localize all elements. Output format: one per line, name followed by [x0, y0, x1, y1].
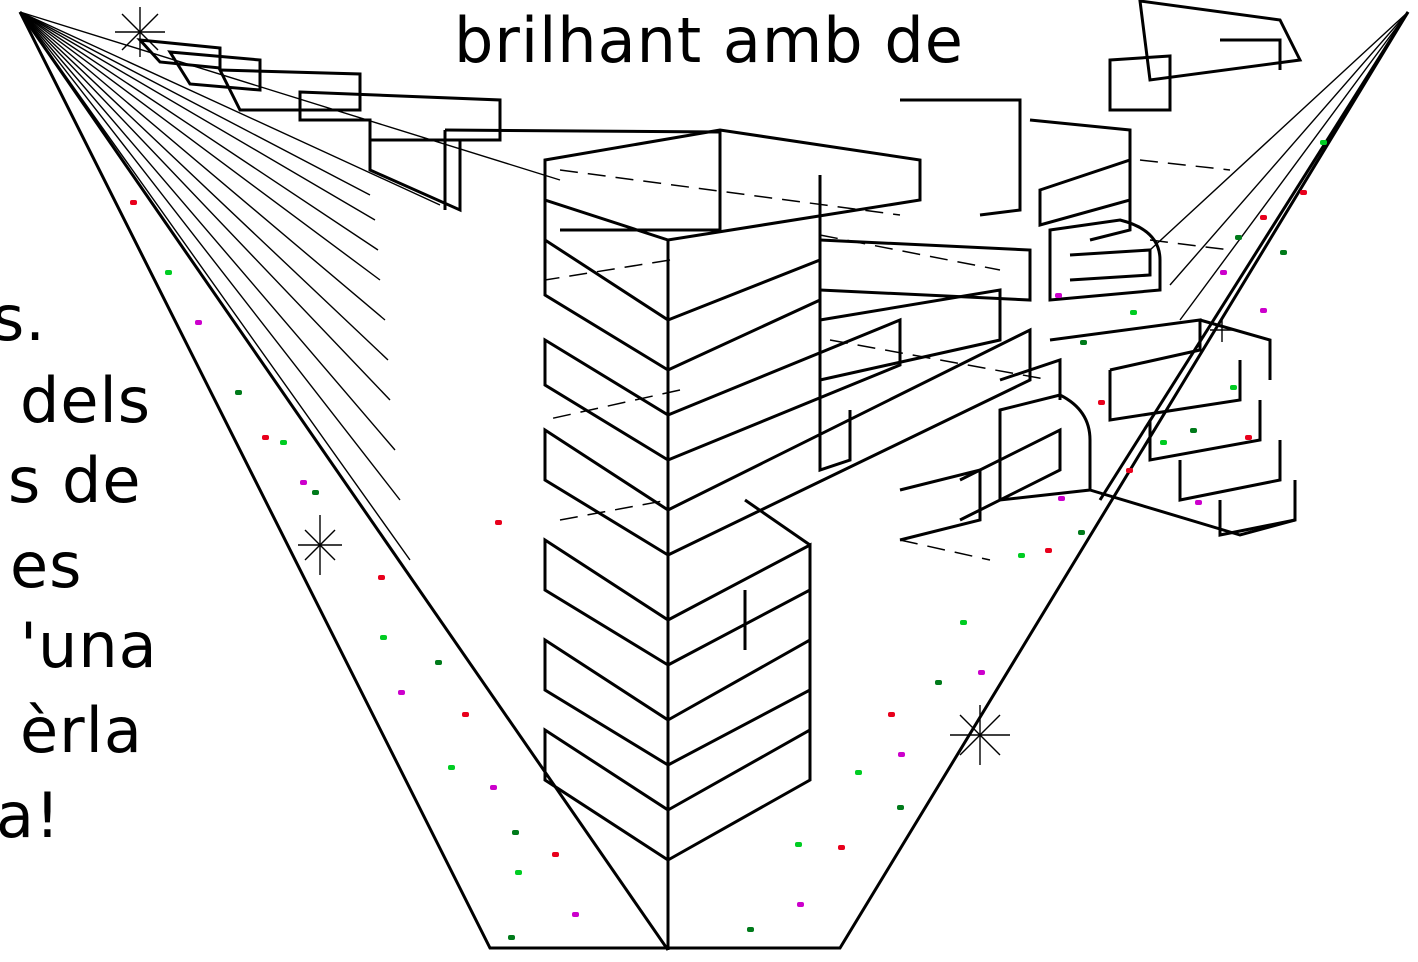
sparkles: [115, 7, 1234, 765]
left-guide-lines: [19, 11, 561, 561]
left-text-line: s.: [0, 282, 47, 355]
confetti-dot: [552, 852, 559, 857]
confetti-dot: [280, 440, 287, 445]
left-text-line: a!: [0, 779, 61, 852]
confetti-dot: [960, 620, 967, 625]
confetti-dot: [1300, 190, 1307, 195]
confetti-dot: [435, 660, 442, 665]
confetti-dot: [378, 575, 385, 580]
confetti-dot: [898, 752, 905, 757]
left-text-line: dels: [20, 364, 152, 437]
confetti-dot: [572, 912, 579, 917]
street-inner-right: [1098, 11, 1410, 501]
confetti-dot: [1195, 500, 1202, 505]
confetti-dot: [448, 765, 455, 770]
confetti-dot: [380, 635, 387, 640]
confetti-dot: [235, 390, 242, 395]
confetti-dot: [888, 712, 895, 717]
confetti-dot: [130, 200, 137, 205]
staircase: [1049, 318, 1297, 537]
confetti-dot: [1126, 468, 1133, 473]
confetti-dot: [855, 770, 862, 775]
header-text: brilhant amb de: [454, 4, 964, 77]
left-text-line: 'una: [20, 609, 158, 682]
confetti-dot: [515, 870, 522, 875]
left-text-line: s de: [8, 444, 142, 517]
confetti-dot: [1245, 435, 1252, 440]
left-text-line: èrla: [20, 694, 143, 767]
construction-lines: [544, 130, 1231, 561]
confetti-dot: [508, 935, 515, 940]
confetti-dot: [512, 830, 519, 835]
confetti-dot: [462, 712, 469, 717]
confetti-dot: [1260, 308, 1267, 313]
right-guide-lines: [1149, 11, 1409, 321]
confetti-dot: [1018, 553, 1025, 558]
confetti-dot: [795, 842, 802, 847]
confetti-dot: [312, 490, 319, 495]
confetti-dot: [797, 902, 804, 907]
confetti-dot: [300, 480, 307, 485]
confetti-dot: [747, 927, 754, 932]
central-tower: [543, 128, 1032, 950]
right-buildings: [818, 0, 1303, 542]
confetti-dot: [1130, 310, 1137, 315]
confetti-dot: [1235, 235, 1242, 240]
confetti-dot: [165, 270, 172, 275]
confetti-dot: [262, 435, 269, 440]
confetti-dot: [1098, 400, 1105, 405]
confetti-dot: [838, 845, 845, 850]
confetti-dot: [1220, 270, 1227, 275]
confetti-dot: [1160, 440, 1167, 445]
confetti-dot: [398, 690, 405, 695]
confetti-dot: [1080, 340, 1087, 345]
confetti-dot: [1280, 250, 1287, 255]
confetti-dot: [1320, 140, 1327, 145]
confetti-dot: [897, 805, 904, 810]
confetti-dot: [1058, 496, 1065, 501]
confetti-dot: [1260, 215, 1267, 220]
confetti-dot: [1045, 548, 1052, 553]
left-text-line: es: [10, 529, 83, 602]
confetti-dot: [935, 680, 942, 685]
confetti-dot: [495, 520, 502, 525]
confetti-dot: [195, 320, 202, 325]
confetti-dot: [1078, 530, 1085, 535]
confetti-dot: [1055, 293, 1062, 298]
confetti-dot: [1190, 428, 1197, 433]
confetti-dots: [130, 140, 1327, 940]
confetti-dot: [1230, 385, 1237, 390]
confetti-dot: [490, 785, 497, 790]
outer-frame: [18, 11, 1410, 950]
street-inner-left: [18, 11, 670, 951]
confetti-dot: [978, 670, 985, 675]
